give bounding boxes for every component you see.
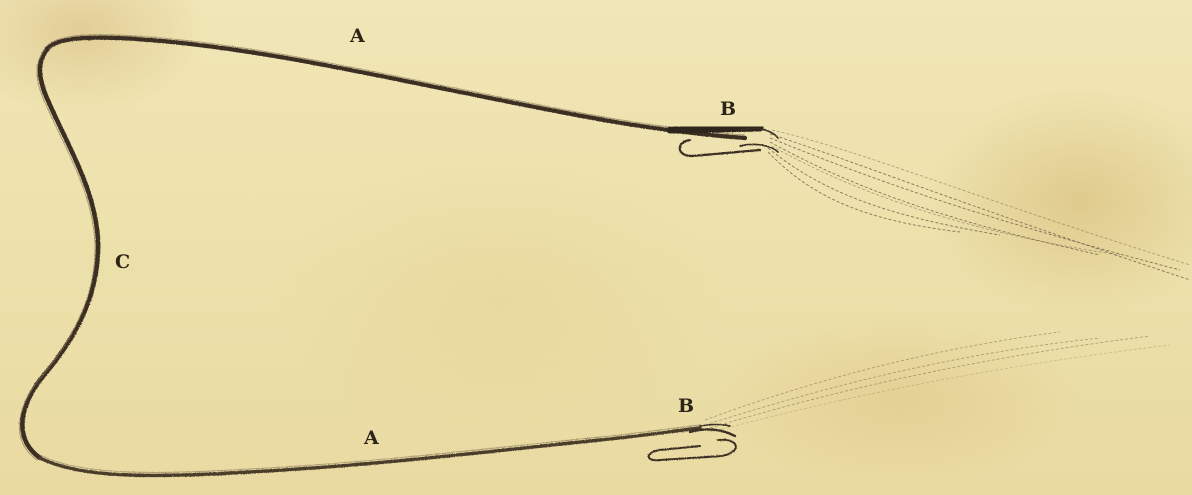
upper-knot-b — [670, 128, 778, 156]
label-a-top: A — [349, 25, 365, 47]
lower-fibres — [705, 332, 1170, 432]
upper-fibres — [768, 130, 1190, 280]
left-bend-c — [22, 48, 98, 458]
label-b-bottom: B — [678, 395, 694, 417]
label-b-top: B — [720, 98, 736, 120]
label-a-bottom: A — [363, 427, 379, 449]
label-c-left: C — [115, 251, 130, 273]
